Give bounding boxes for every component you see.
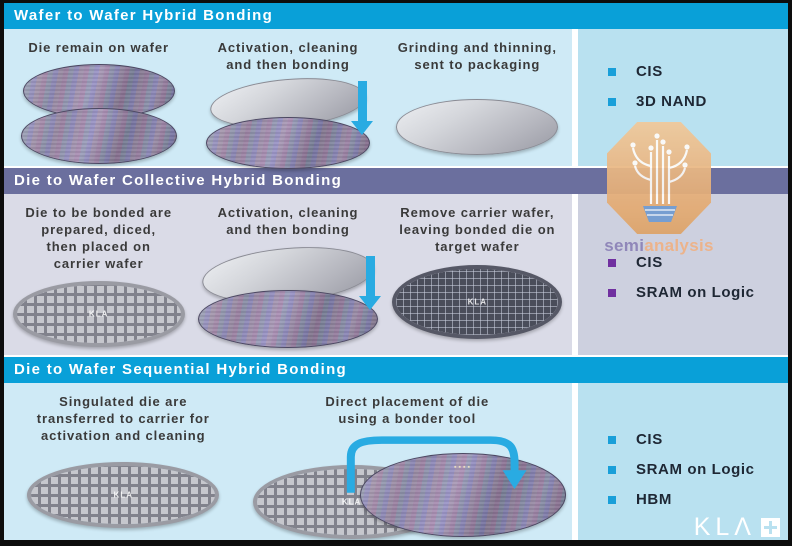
application-label: CIS xyxy=(636,431,663,448)
bullet-square-icon xyxy=(608,465,616,474)
kla-wafer-mark: KLA xyxy=(467,297,488,307)
step-label: Grinding and thinning, sent to packaging xyxy=(397,40,557,73)
diced-carrier-wafer: KLA xyxy=(12,280,185,347)
kla-wafer-mark: KLA xyxy=(341,497,362,507)
patterned-wafer-bottom xyxy=(20,108,177,165)
application-label: CIS xyxy=(636,63,663,80)
applications-list: CIS SRAM on Logic HBM xyxy=(578,383,788,508)
blank-wafer xyxy=(396,99,559,156)
semianalysis-logo: semianalysis xyxy=(601,122,717,256)
kla-wordmark: KLΛ xyxy=(693,513,756,541)
step-column: Singulated die are transferred to carrie… xyxy=(4,391,243,540)
bullet-square-icon xyxy=(608,435,616,444)
semianalysis-word-analysis: analysis xyxy=(644,236,714,255)
step-column: Activation, cleaning and then bonding xyxy=(193,202,382,355)
target-wafer: ▪▪▪▪ xyxy=(360,453,566,538)
application-label: HBM xyxy=(636,491,672,508)
die-pads-mark: ▪▪▪▪ xyxy=(454,464,472,472)
kla-logo: KLΛ xyxy=(694,515,780,540)
carrier-wafer-illustration: KLA xyxy=(4,273,193,355)
step-column: Remove carrier wafer, leaving bonded die… xyxy=(383,202,572,355)
step-label: Remove carrier wafer, leaving bonded die… xyxy=(399,205,556,255)
bonding-illustration xyxy=(193,238,382,355)
thinned-wafer-illustration xyxy=(383,73,572,166)
list-item: SRAM on Logic xyxy=(608,461,788,478)
applications-sidebar: CIS SRAM on Logic HBM xyxy=(578,383,788,540)
bonding-illustration xyxy=(193,72,382,170)
patterned-wafer xyxy=(205,117,370,170)
step-label: Direct placement of die using a bonder t… xyxy=(325,394,490,427)
down-arrow-icon xyxy=(357,81,367,122)
slide-frame: Wafer to Wafer Hybrid Bonding Die remain… xyxy=(4,3,788,540)
down-arrow-icon xyxy=(365,256,375,297)
process-steps-area: Die remain on wafer Activation, cleaning… xyxy=(4,29,572,170)
step-label: Singulated die are transferred to carrie… xyxy=(36,394,210,444)
bullet-square-icon xyxy=(608,288,616,297)
section-title-wafer-to-wafer: Wafer to Wafer Hybrid Bonding xyxy=(4,3,788,29)
bullet-square-icon xyxy=(608,67,616,76)
application-label: SRAM on Logic xyxy=(636,284,755,301)
section-die-to-wafer-sequential: Die to Wafer Sequential Hybrid Bonding S… xyxy=(4,357,788,540)
semianalysis-octagon-icon xyxy=(607,122,711,234)
step-column: Grinding and thinning, sent to packaging xyxy=(383,37,572,166)
step-column: Activation, cleaning and then bonding xyxy=(193,37,382,170)
process-steps-area: Singulated die are transferred to carrie… xyxy=(4,383,572,540)
list-item: CIS xyxy=(608,254,788,271)
applications-list: CIS SRAM on Logic xyxy=(578,194,788,301)
applications-list: CIS 3D NAND xyxy=(578,29,788,110)
process-steps-area: Die to be bonded are prepared, diced, th… xyxy=(4,194,572,355)
bullet-square-icon xyxy=(608,258,616,267)
patterned-wafer xyxy=(197,290,378,349)
application-label: SRAM on Logic xyxy=(636,461,755,478)
application-label: CIS xyxy=(636,254,663,271)
kla-wafer-mark: KLA xyxy=(88,309,109,319)
bonder-placement-illustration: KLA ▪▪▪▪ xyxy=(243,427,572,540)
list-item: CIS xyxy=(608,63,788,80)
bullet-square-icon xyxy=(608,97,616,106)
section-body: Singulated die are transferred to carrie… xyxy=(4,383,788,540)
section-title-die-to-wafer-sequential: Die to Wafer Sequential Hybrid Bonding xyxy=(4,357,788,383)
step-column: Die remain on wafer xyxy=(4,37,193,166)
list-item: 3D NAND xyxy=(608,93,788,110)
semianalysis-word-semi: semi xyxy=(604,236,645,255)
carrier-wafer-illustration: KLA xyxy=(4,444,243,540)
bullet-square-icon xyxy=(608,495,616,504)
wafer-stack-illustration xyxy=(4,56,193,166)
step-label: Activation, cleaning and then bonding xyxy=(217,205,359,238)
bonded-die-wafer-illustration: KLA xyxy=(383,255,572,355)
list-item: SRAM on Logic xyxy=(608,284,788,301)
step-label: Die to be bonded are prepared, diced, th… xyxy=(25,205,172,272)
list-item: HBM xyxy=(608,491,788,508)
step-column: Direct placement of die using a bonder t… xyxy=(243,391,572,540)
step-label: Activation, cleaning and then bonding xyxy=(217,40,359,73)
semianalysis-wordmark: semianalysis xyxy=(601,236,717,256)
step-label: Die remain on wafer xyxy=(28,40,169,55)
section-body: Die to be bonded are prepared, diced, th… xyxy=(4,194,788,355)
bonded-die-target-wafer: KLA xyxy=(392,265,563,340)
step-column: Die to be bonded are prepared, diced, th… xyxy=(4,202,193,355)
kla-wafer-mark: KLA xyxy=(113,490,133,500)
application-label: 3D NAND xyxy=(636,93,707,110)
diced-carrier-wafer: KLA xyxy=(27,462,220,529)
kla-plus-icon xyxy=(761,518,780,537)
list-item: CIS xyxy=(608,431,788,448)
curved-transfer-arrow-icon xyxy=(346,436,527,494)
